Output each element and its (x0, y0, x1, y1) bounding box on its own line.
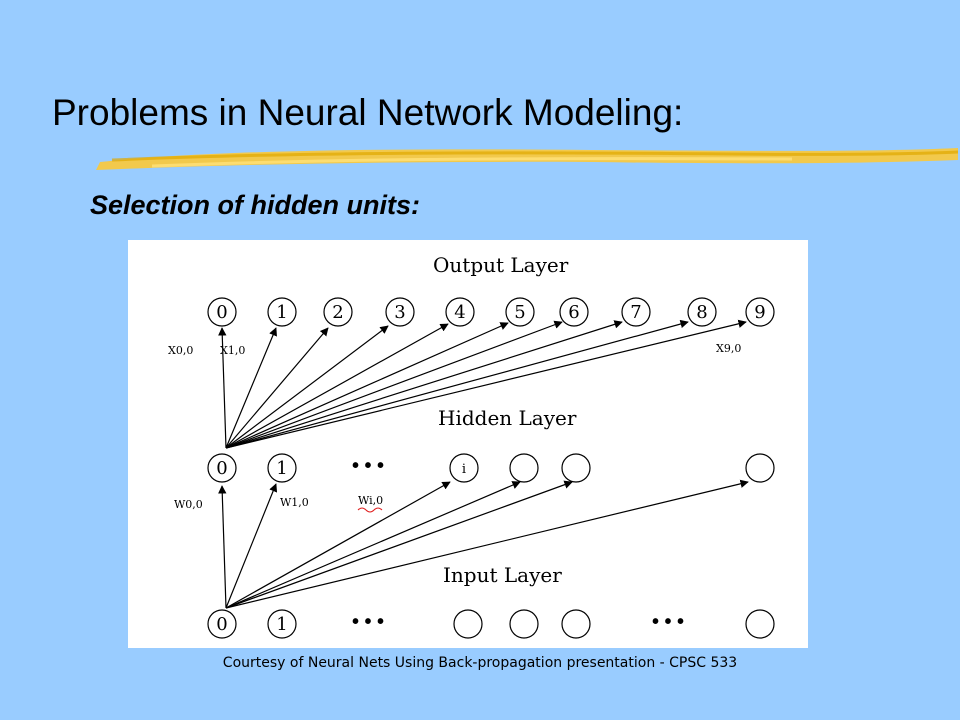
output-node-label: 0 (216, 302, 227, 323)
hidden-node-label: i (462, 462, 466, 477)
output-node-label: 1 (276, 302, 287, 323)
output-node-1 (267, 297, 297, 327)
output-node-7 (621, 297, 651, 327)
hidden-to-output-edges (218, 319, 747, 449)
output-node-label: 6 (568, 302, 579, 323)
output-node-label: 5 (514, 302, 525, 323)
spellcheck-squiggle (357, 507, 383, 513)
output-node-label: 4 (454, 302, 465, 323)
input-node (745, 609, 775, 639)
output-node-label: 7 (630, 302, 641, 323)
slide-title: Problems in Neural Network Modeling: (52, 92, 684, 133)
output-node-label: 3 (394, 302, 405, 323)
output-layer-label: Output Layer (433, 253, 569, 277)
input-to-hidden-edges (218, 479, 749, 609)
input-node-label: 1 (276, 614, 287, 635)
input-node-0 (207, 609, 237, 639)
input-nodes (207, 609, 775, 639)
hidden-node-0 (207, 453, 237, 483)
input-node (509, 609, 539, 639)
hidden-layer-label: Hidden Layer (438, 406, 577, 430)
output-node-3 (385, 297, 415, 327)
output-node-2 (323, 297, 353, 327)
output-node-label: 2 (332, 302, 343, 323)
hidden-node (509, 453, 539, 483)
output-node-label: 9 (754, 302, 765, 323)
weight-label-wi0: Wi,0 (358, 494, 383, 507)
neural-network-diagram: Output Layer Hidden Layer Input Layer (128, 240, 808, 648)
slide-subtitle: Selection of hidden units: (90, 190, 420, 220)
output-node-4 (445, 297, 475, 327)
weight-label-x90: X9,0 (716, 342, 741, 355)
hidden-node-label: 1 (276, 458, 287, 479)
output-nodes (207, 297, 775, 327)
weight-label-w10: W1,0 (280, 496, 309, 509)
weight-label-w00: W0,0 (174, 498, 203, 511)
output-node-6 (559, 297, 589, 327)
input-node (561, 609, 591, 639)
hidden-node-i (449, 453, 479, 483)
weight-label-x00: X0,0 (168, 344, 193, 357)
input-node-label: 0 (216, 614, 227, 635)
figure-caption: Courtesy of Neural Nets Using Back-propa… (222, 655, 738, 671)
hidden-node (561, 453, 591, 483)
hidden-nodes (207, 453, 775, 483)
hidden-ellipsis: • • • (352, 455, 384, 477)
hidden-node (745, 453, 775, 483)
input-ellipsis: • • • (652, 611, 684, 633)
output-node-9 (745, 297, 775, 327)
input-layer-label: Input Layer (443, 563, 562, 587)
output-node-label: 8 (696, 302, 707, 323)
input-node (453, 609, 483, 639)
output-node-0 (207, 297, 237, 327)
output-node-8 (687, 297, 717, 327)
hidden-node-1 (267, 453, 297, 483)
output-node-5 (505, 297, 535, 327)
hidden-node-label: 0 (216, 458, 227, 479)
title-underline (96, 148, 959, 170)
input-node-1 (267, 609, 297, 639)
weight-label-x10: X1,0 (220, 344, 245, 357)
input-ellipsis: • • • (352, 611, 384, 633)
